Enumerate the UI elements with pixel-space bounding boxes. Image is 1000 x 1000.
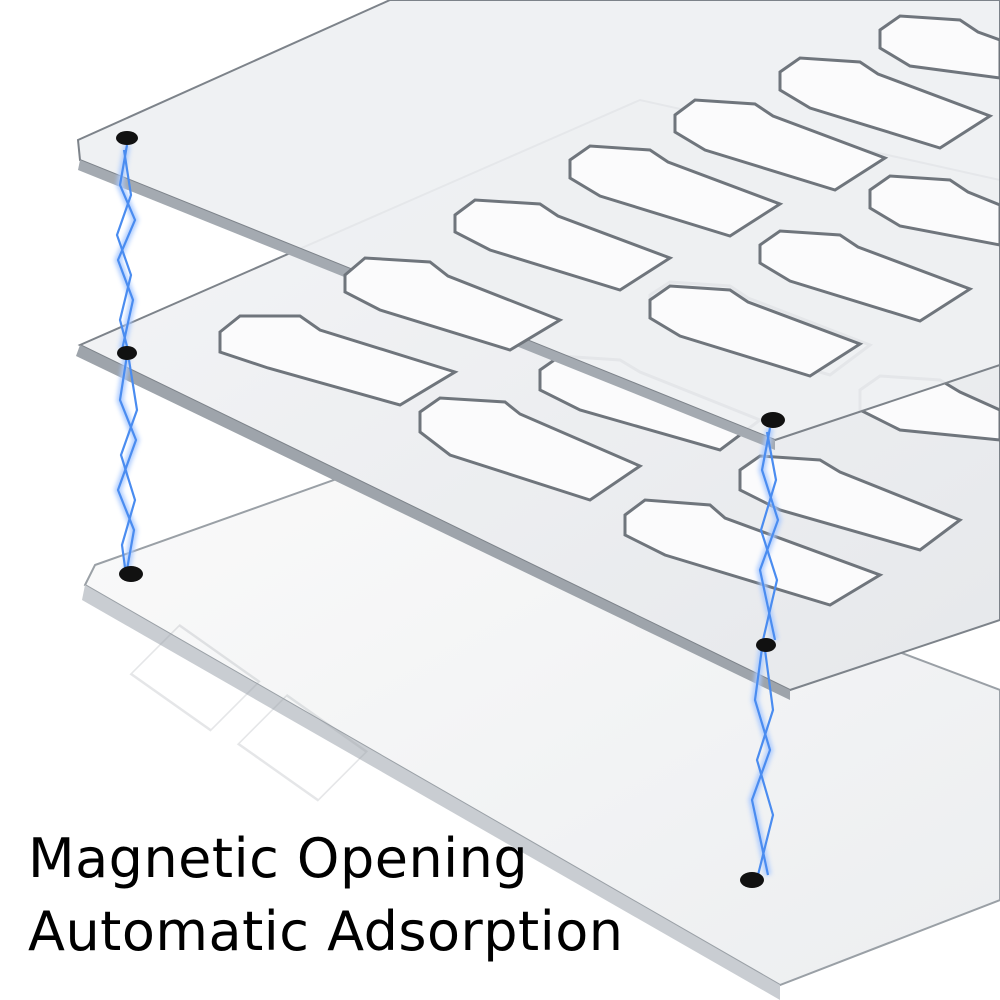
magnet-icon — [116, 131, 785, 888]
tray-slot — [418, 396, 644, 502]
tray-slot — [453, 198, 674, 292]
caption-line-1: Magnetic Opening — [28, 827, 529, 890]
tray-slot — [878, 14, 1000, 80]
top-tray-plate — [76, 0, 1000, 450]
caption-line-2: Automatic Adsorption — [28, 900, 624, 963]
tray-slot — [868, 174, 1000, 247]
tray-slot — [648, 284, 864, 378]
tray-slot — [218, 314, 459, 407]
tray-slot — [738, 454, 964, 552]
tray-slot — [343, 256, 564, 352]
tray-slot — [568, 144, 784, 238]
lightning-spark-icon — [114, 144, 782, 876]
tray-slot — [623, 498, 884, 607]
tray-slot — [758, 229, 974, 323]
tray-slot — [778, 56, 994, 150]
tray-slot — [673, 98, 889, 192]
